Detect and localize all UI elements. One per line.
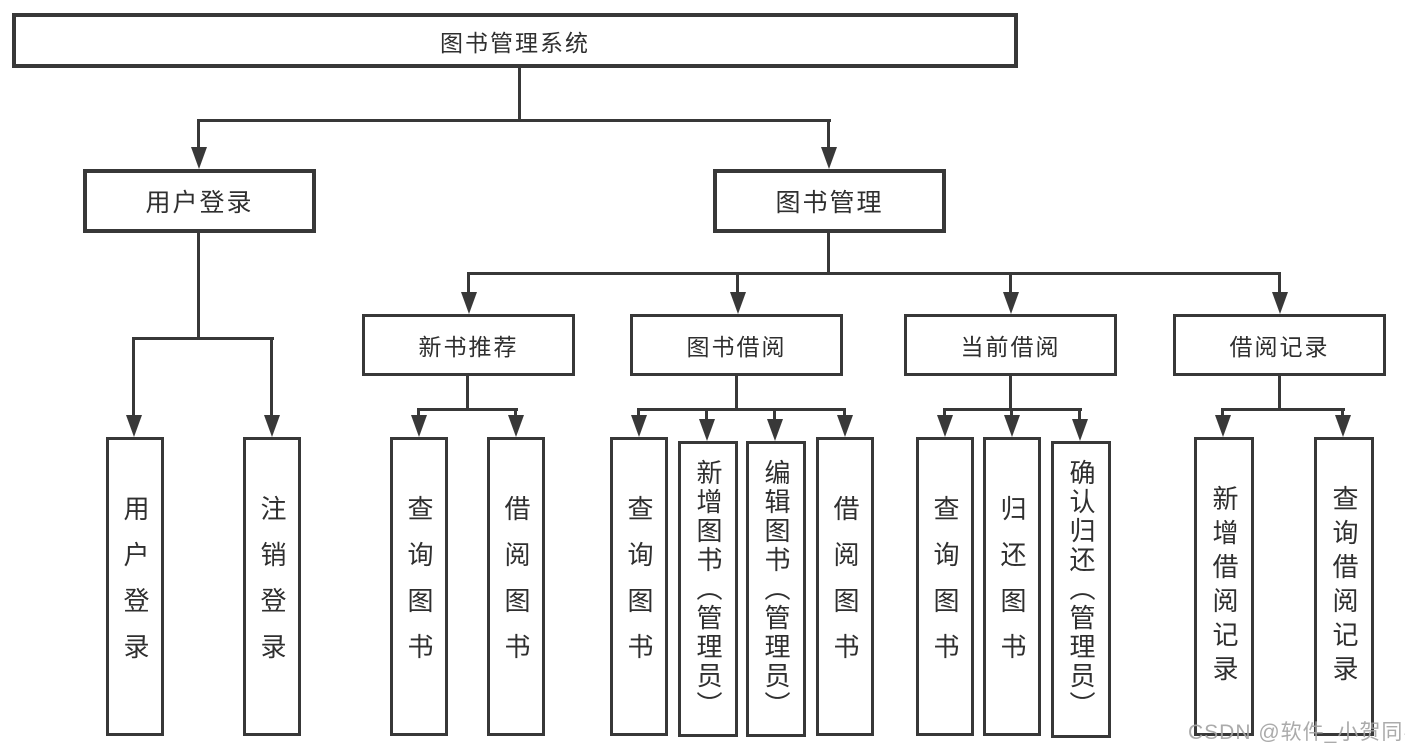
leaf-nbr-query-books-label: 查询图书 (404, 494, 434, 679)
connector-root-stub (518, 66, 521, 120)
connector-bb-stub (735, 374, 738, 411)
arrowhead-nbr-icon (461, 292, 477, 314)
connector-user-login-stub (197, 231, 200, 340)
node-user-login: 用户登录 (83, 169, 316, 233)
leaf-cb-query-books: 查询图书 (916, 437, 974, 736)
leaf-user-login: 用户登录 (106, 437, 164, 736)
leaf-nbr-borrow-books-label: 借阅图书 (501, 494, 531, 679)
leaf-cb-query-books-label: 查询图书 (930, 494, 960, 679)
leaf-cb-return-books: 归还图书 (983, 437, 1041, 736)
connector-arrow-ul2-stem (270, 337, 273, 417)
leaf-user-login-label: 用户登录 (120, 494, 150, 679)
leaf-bb-query-books-label: 查询图书 (624, 494, 654, 679)
arrowhead-bb4-icon (837, 415, 853, 437)
arrowhead-ul2-icon (264, 415, 280, 437)
connector-arrow-nbr-stem (467, 272, 470, 294)
node-current-borrow: 当前借阅 (904, 314, 1117, 376)
node-library-system-label: 图书管理系统 (440, 29, 590, 56)
leaf-br-query-record-label: 查询借阅记录 (1329, 484, 1359, 689)
connector-bb-rail (637, 408, 845, 411)
connector-arrow-br1-stem (1221, 408, 1224, 417)
node-book-borrow: 图书借阅 (630, 314, 843, 376)
node-library-system: 图书管理系统 (12, 13, 1018, 68)
connector-arrow-bb1-stem (637, 408, 640, 417)
connector-arrow-nbr1-stem (417, 408, 420, 417)
leaf-cb-confirm-return-admin-label: 确认归还（管理员） (1066, 459, 1096, 720)
node-borrow-records: 借阅记录 (1173, 314, 1386, 376)
leaf-bb-query-books: 查询图书 (610, 437, 668, 736)
node-current-borrow-label: 当前借阅 (960, 334, 1061, 360)
arrowhead-br1-icon (1215, 415, 1231, 437)
leaf-logout: 注销登录 (243, 437, 301, 736)
connector-level3-rail (467, 272, 1281, 275)
leaf-br-add-record-label: 新增借阅记录 (1209, 484, 1239, 689)
connector-arrow-bb4-stem (843, 408, 846, 417)
connector-arrow-bb2-stem (705, 408, 708, 421)
arrowhead-cb2-icon (1004, 415, 1020, 437)
connector-level2-rail (197, 119, 831, 122)
connector-br-rail (1221, 408, 1345, 411)
arrowhead-cb3-icon (1072, 419, 1088, 441)
connector-arrow-cb3-stem (1078, 408, 1081, 421)
connector-arrow-br-stem (1278, 272, 1281, 294)
leaf-bb-add-books-admin-label: 新增图书（管理员） (693, 458, 723, 720)
arrowhead-br-icon (1272, 292, 1288, 314)
connector-br-stub (1278, 374, 1281, 411)
connector-user-login-rail (132, 337, 274, 340)
connector-arrow-nbr2-stem (514, 408, 517, 417)
connector-book-mgmt-stub (827, 231, 830, 275)
node-book-management-label: 图书管理 (775, 189, 884, 217)
connector-nbr-stub (466, 374, 469, 411)
node-book-management: 图书管理 (713, 169, 946, 233)
connector-arrow-cb-stem (1009, 272, 1012, 294)
leaf-bb-add-books-admin: 新增图书（管理员） (678, 441, 738, 737)
connector-cb-stub (1009, 374, 1012, 411)
connector-arrow-user-login-stem (197, 119, 200, 149)
arrowhead-nbr2-icon (508, 415, 524, 437)
connector-arrow-ul1-stem (132, 337, 135, 417)
leaf-nbr-query-books: 查询图书 (390, 437, 448, 736)
csdn-watermark: CSDN @软件_小贺同学 (1188, 721, 1405, 744)
connector-nbr-rail (417, 408, 518, 411)
arrowhead-cb1-icon (937, 415, 953, 437)
arrowhead-cb-icon (1003, 292, 1019, 314)
node-user-login-label: 用户登录 (145, 189, 254, 217)
leaf-logout-label: 注销登录 (257, 494, 287, 679)
arrowhead-ul1-icon (126, 415, 142, 437)
arrowhead-bb1-icon (631, 415, 647, 437)
connector-arrow-bb-stem (736, 272, 739, 294)
leaf-cb-return-books-label: 归还图书 (997, 494, 1027, 679)
node-new-book-recommend: 新书推荐 (362, 314, 575, 376)
leaf-bb-edit-books-admin: 编辑图书（管理员） (746, 441, 806, 737)
connector-arrow-cb1-stem (943, 408, 946, 417)
leaf-bb-borrow-books-label: 借阅图书 (830, 494, 860, 679)
leaf-bb-borrow-books: 借阅图书 (816, 437, 874, 736)
arrowhead-bb2-icon (699, 419, 715, 441)
connector-arrow-book-mgmt-stem (827, 119, 830, 149)
arrowhead-nbr1-icon (411, 415, 427, 437)
arrowhead-user-login-icon (191, 147, 207, 169)
connector-arrow-bb3-stem (773, 408, 776, 421)
node-borrow-records-label: 借阅记录 (1229, 334, 1330, 360)
node-book-borrow-label: 图书借阅 (686, 334, 787, 360)
connector-arrow-cb2-stem (1010, 408, 1013, 417)
leaf-br-add-record: 新增借阅记录 (1194, 437, 1254, 736)
leaf-nbr-borrow-books: 借阅图书 (487, 437, 545, 736)
leaf-br-query-record: 查询借阅记录 (1314, 437, 1374, 736)
arrowhead-bb3-icon (767, 419, 783, 441)
connector-arrow-br2-stem (1341, 408, 1344, 417)
arrowhead-bb-icon (730, 292, 746, 314)
leaf-bb-edit-books-admin-label: 编辑图书（管理员） (761, 458, 791, 720)
arrowhead-book-mgmt-icon (821, 147, 837, 169)
leaf-cb-confirm-return-admin: 确认归还（管理员） (1051, 441, 1111, 738)
node-new-book-recommend-label: 新书推荐 (418, 334, 519, 360)
arrowhead-br2-icon (1335, 415, 1351, 437)
